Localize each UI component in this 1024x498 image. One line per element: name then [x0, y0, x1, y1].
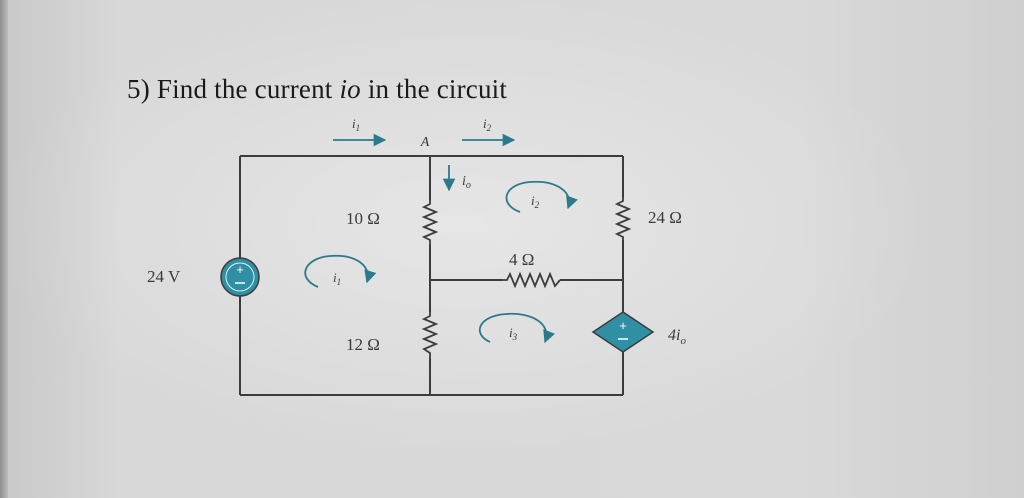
mesh-arrow-i3: [479, 312, 555, 344]
resistor-24-ohm: [614, 197, 632, 240]
problem-text-after: in the circuit: [367, 74, 508, 104]
label-mesh-i1: i1: [333, 270, 341, 287]
label-4-ohm: 4 Ω: [509, 250, 534, 269]
mesh-arrow-i1: [304, 254, 377, 288]
problem-statement: 5) Find the current io in the circuit: [127, 74, 507, 105]
plus-sign-icon: +: [236, 262, 244, 277]
resistor-12-ohm: [421, 312, 439, 358]
problem-variable: io: [339, 74, 361, 104]
resistor-10-ohm: [421, 200, 439, 245]
voltage-source-24v: +: [220, 257, 260, 297]
label-12-ohm: 12 Ω: [346, 335, 380, 354]
dependent-voltage-source: +: [591, 311, 655, 353]
circuit-wires: [239, 155, 624, 396]
node-label-a: A: [420, 135, 430, 150]
label-10-ohm: 10 Ω: [346, 209, 380, 228]
page-edge-shadow: [0, 0, 8, 498]
label-mesh-i3: i3: [509, 325, 518, 342]
label-i1-branch: i1: [352, 116, 360, 133]
label-mesh-i2: i2: [531, 193, 540, 210]
problem-number: 5): [127, 74, 150, 104]
problem-text-before: Find the current: [156, 74, 333, 104]
label-io: io: [462, 174, 471, 191]
label-i2-branch: i2: [483, 116, 492, 133]
resistor-4-ohm: [503, 271, 561, 289]
mesh-arrow-i2: [505, 180, 578, 213]
label-dependent-source: 4io: [668, 327, 686, 347]
label-24-volt: 24 V: [147, 267, 181, 286]
plus-sign-icon: +: [619, 318, 627, 333]
label-24-ohm: 24 Ω: [648, 208, 682, 227]
